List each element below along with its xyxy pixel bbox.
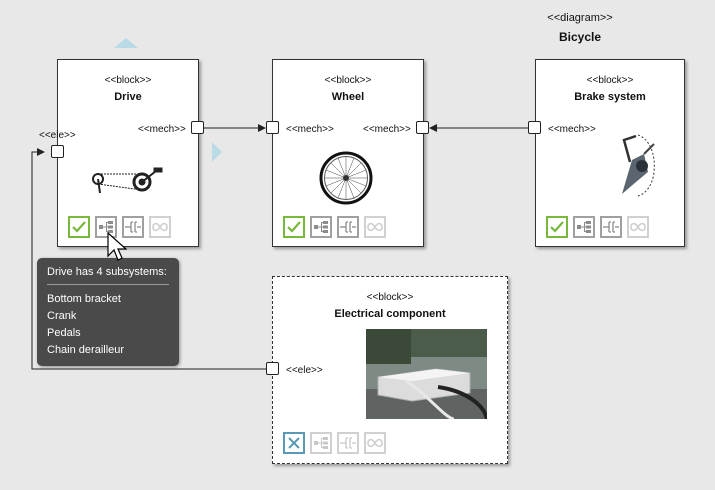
infinity-icon [152,222,168,232]
port-label-wheel-mech-right: <<mech>> [363,124,411,135]
port-wheel-mech-left[interactable] [266,121,279,134]
port-brake-mech[interactable] [528,121,541,134]
block-title: Wheel [331,91,365,103]
subsystems-button[interactable] [573,216,595,238]
block-drive[interactable]: <<block>> Drive [57,59,199,247]
diagram-stereotype: <<diagram>> [547,12,613,24]
approve-button[interactable] [68,216,90,238]
tooltip-item: Chain derailleur [47,344,125,356]
port-drive-ele[interactable] [51,145,64,158]
port-label-brake-mech: <<mech>> [548,124,596,135]
interface-icon [340,221,356,233]
instances-button[interactable] [627,216,649,238]
infinity-icon [367,438,383,448]
interface-icon [603,221,619,233]
diagram-name: Bicycle [558,30,602,44]
interface-icon [340,437,356,449]
subsystems-tooltip: Drive has 4 subsystems: Bottom bracket C… [37,258,179,366]
subsystems-button[interactable] [310,216,332,238]
block-stereotype: <<block>> [586,75,634,86]
diagram-header: <<diagram>> Bicycle [510,12,650,44]
electrical-component-image [366,329,487,419]
check-icon [550,221,564,233]
alignment-guide-icon [212,142,222,162]
check-icon [287,221,301,233]
block-stereotype: <<block>> [324,75,372,86]
tooltip-item: Bottom bracket [47,293,121,305]
port-electrical-ele[interactable] [266,362,279,375]
x-icon [288,437,300,449]
block-stereotype: <<block>> [366,292,414,303]
port-label-drive-mech: <<mech>> [138,124,186,135]
block-title: Drive [114,91,142,103]
block-brake-system[interactable]: <<block>> Brake system [535,59,685,247]
subsystem-tree-icon [577,221,591,233]
subsystems-button[interactable] [310,432,332,454]
interfaces-button[interactable] [600,216,622,238]
tooltip-item: Crank [47,310,77,322]
port-label-wheel-mech-left: <<mech>> [286,124,334,135]
instances-button[interactable] [364,432,386,454]
brake-image [622,134,655,197]
interface-icon [125,221,141,233]
block-toolbar [283,432,386,454]
block-toolbar [283,216,386,238]
drive-image [92,167,163,194]
infinity-icon [367,222,383,232]
subsystem-tree-icon [314,221,328,233]
block-wheel[interactable]: <<block>> Wheel [272,59,424,247]
tooltip-header: Drive has 4 subsystems: [47,266,169,285]
interfaces-button[interactable] [122,216,144,238]
interfaces-button[interactable] [337,216,359,238]
cursor-icon [107,232,127,261]
port-label-electrical-ele: <<ele>> [286,365,323,376]
ele-connector-electrical-drive[interactable] [31,148,266,370]
instances-button[interactable] [149,216,171,238]
approve-button[interactable] [546,216,568,238]
instances-button[interactable] [364,216,386,238]
port-label-drive-ele: <<ele>> [39,130,76,141]
block-toolbar [546,216,649,238]
subsystems-button[interactable] [95,216,117,238]
block-title: Brake system [574,91,646,103]
block-toolbar [68,216,171,238]
port-drive-mech[interactable] [191,121,204,134]
block-electrical-component[interactable]: <<block>> Electrical component [272,276,508,464]
alignment-guide-icon [114,38,138,48]
subsystem-tree-icon [314,437,328,449]
interfaces-button[interactable] [337,432,359,454]
infinity-icon [630,222,646,232]
reject-button[interactable] [283,432,305,454]
port-wheel-mech-right[interactable] [416,121,429,134]
subsystem-tree-icon [99,221,113,233]
approve-button[interactable] [283,216,305,238]
wheel-image [319,151,373,205]
block-stereotype: <<block>> [104,75,152,86]
check-icon [72,221,86,233]
tooltip-item: Pedals [47,327,81,339]
block-title: Electrical component [334,308,446,320]
